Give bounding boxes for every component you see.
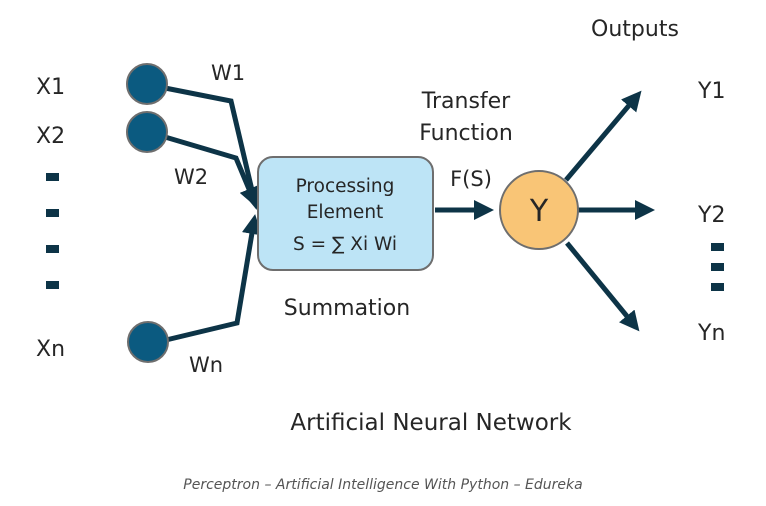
input-label-x1: X1: [36, 75, 65, 100]
transfer-function-label-line2: Function: [419, 121, 513, 146]
ellipsis-dash: [46, 245, 59, 253]
ellipsis-dash: [46, 173, 59, 181]
output-ellipsis: [711, 243, 724, 291]
output-node: Y: [499, 170, 579, 250]
weight-label-w2: W2: [174, 165, 208, 189]
ellipsis-dash: [711, 243, 724, 251]
input-node-x2: [126, 111, 168, 153]
outputs-heading: Outputs: [591, 17, 679, 42]
ellipsis-dash: [711, 283, 724, 291]
ellipsis-dash: [46, 281, 59, 289]
output-label-y1: Y1: [697, 79, 725, 104]
input-node-xn: [127, 321, 169, 363]
processing-element: Processing Element S = ∑ Xi Wi: [257, 156, 434, 271]
transfer-function-symbol: F(S): [450, 167, 492, 191]
weight-label-wn: Wn: [189, 353, 223, 377]
transfer-function-label-line1: Transfer: [421, 89, 511, 114]
processing-element-box: [257, 156, 434, 271]
output-label-yn: Yn: [697, 321, 725, 346]
weight-label-w1: W1: [211, 61, 245, 85]
edge-output-y1: [564, 90, 642, 182]
figure-caption: Perceptron – Artificial Intelligence Wit…: [183, 477, 582, 493]
input-ellipsis: [46, 173, 59, 289]
output-node-label: Y: [529, 194, 549, 229]
input-label-xn: Xn: [36, 337, 65, 362]
processing-element-title-line1: Processing: [296, 176, 395, 197]
ellipsis-dash: [711, 263, 724, 271]
summation-formula: S = ∑ Xi Wi: [293, 234, 397, 255]
edge-w2: [164, 134, 259, 208]
output-label-y2: Y2: [697, 203, 725, 228]
summation-label: Summation: [284, 296, 410, 321]
diagram-title: Artificial Neural Network: [290, 410, 572, 436]
output-node-circle: [499, 170, 579, 250]
input-node-x1: [126, 63, 168, 105]
processing-element-title-line2: Element: [307, 202, 384, 223]
edge-output-yn: [565, 241, 640, 332]
edge-wn: [165, 214, 262, 343]
edge-w1: [164, 85, 262, 210]
input-label-x2: X2: [36, 124, 65, 149]
ellipsis-dash: [46, 209, 59, 217]
